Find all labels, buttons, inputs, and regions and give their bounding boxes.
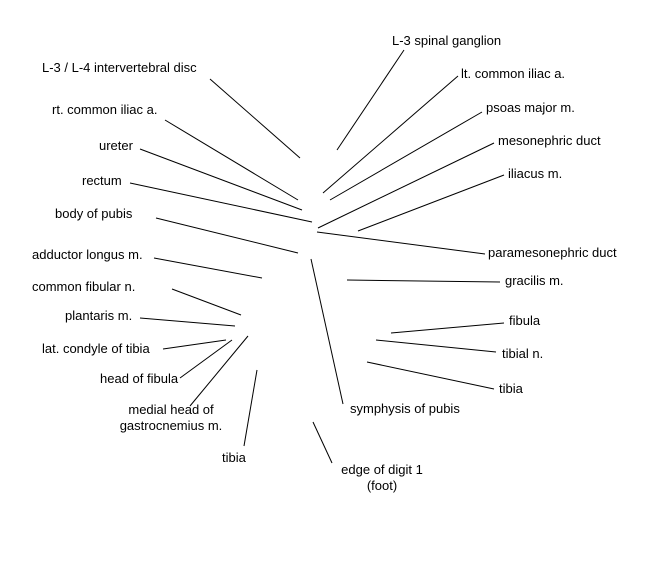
- leader-mesonephric-duct: [317, 142, 495, 229]
- leader-edge-of-digit-1: [312, 421, 333, 464]
- label-common-fibular-n: common fibular n.: [32, 279, 136, 294]
- leader-psoas-major: [329, 111, 483, 201]
- leader-gracilis: [346, 279, 501, 283]
- label-l3-l4-intervertebral-disc: L-3 / L-4 intervertebral disc: [42, 60, 197, 75]
- label-rectum: rectum: [82, 173, 122, 188]
- label-medial-head-line1: medial head of: [128, 402, 214, 417]
- leader-rectum: [129, 182, 313, 223]
- label-fibula: fibula: [509, 313, 541, 328]
- label-medial-head-line2: gastrocnemius m.: [119, 418, 223, 433]
- label-medial-head-of-gastrocnemius: medial head of gastrocnemius m.: [114, 402, 228, 434]
- leader-body-of-pubis: [155, 217, 299, 254]
- label-iliacus-m: iliacus m.: [508, 166, 563, 181]
- leader-fibula: [390, 322, 505, 334]
- leader-tibial-n: [375, 339, 497, 353]
- leader-l3-l4-disc: [209, 78, 301, 159]
- label-rt-common-iliac-a: rt. common iliac a.: [52, 102, 158, 117]
- leader-symphysis-of-pubis: [310, 258, 344, 405]
- label-ureter: ureter: [99, 138, 133, 153]
- label-paramesonephric-duct: paramesonephric duct: [488, 245, 617, 260]
- label-tibia-left: tibia: [222, 450, 246, 465]
- label-head-of-fibula: head of fibula: [100, 371, 179, 386]
- label-adductor-longus-m: adductor longus m.: [32, 247, 143, 262]
- leader-adductor-longus: [153, 257, 263, 279]
- leader-lat-condyle: [162, 339, 227, 350]
- label-psoas-major-m: psoas major m.: [486, 100, 575, 115]
- label-symphysis-of-pubis: symphysis of pubis: [350, 401, 460, 416]
- label-lt-common-iliac-a: lt. common iliac a.: [461, 66, 566, 81]
- leader-tibia-right: [366, 361, 495, 390]
- leader-plantaris: [139, 317, 236, 327]
- label-body-of-pubis: body of pubis: [55, 206, 133, 221]
- label-tibial-n: tibial n.: [502, 346, 544, 361]
- label-gracilis-m: gracilis m.: [505, 273, 564, 288]
- label-mesonephric-duct: mesonephric duct: [498, 133, 601, 148]
- leader-ureter: [139, 148, 303, 211]
- label-edge-of-digit-1-line2: (foot): [366, 478, 398, 493]
- label-edge-of-digit-1-line1: edge of digit 1: [341, 462, 423, 477]
- leader-tibia-left: [243, 369, 258, 447]
- label-edge-of-digit-1: edge of digit 1 (foot): [328, 462, 436, 494]
- leader-iliacus: [357, 174, 505, 232]
- leader-common-fibular: [171, 288, 242, 316]
- label-lat-condyle-of-tibia: lat. condyle of tibia: [42, 341, 150, 356]
- leader-head-of-fibula: [179, 339, 233, 379]
- leader-rt-common-iliac: [164, 119, 299, 201]
- label-l3-spinal-ganglion: L-3 spinal ganglion: [392, 33, 502, 48]
- leader-lt-common-iliac: [322, 75, 459, 194]
- label-plantaris-m: plantaris m.: [65, 308, 133, 323]
- label-tibia-right: tibia: [499, 381, 523, 396]
- leader-l3-spinal-ganglion: [336, 49, 405, 151]
- leader-paramesonephric-duct: [316, 231, 486, 255]
- leader-medial-head-gastrocnemius: [189, 335, 249, 407]
